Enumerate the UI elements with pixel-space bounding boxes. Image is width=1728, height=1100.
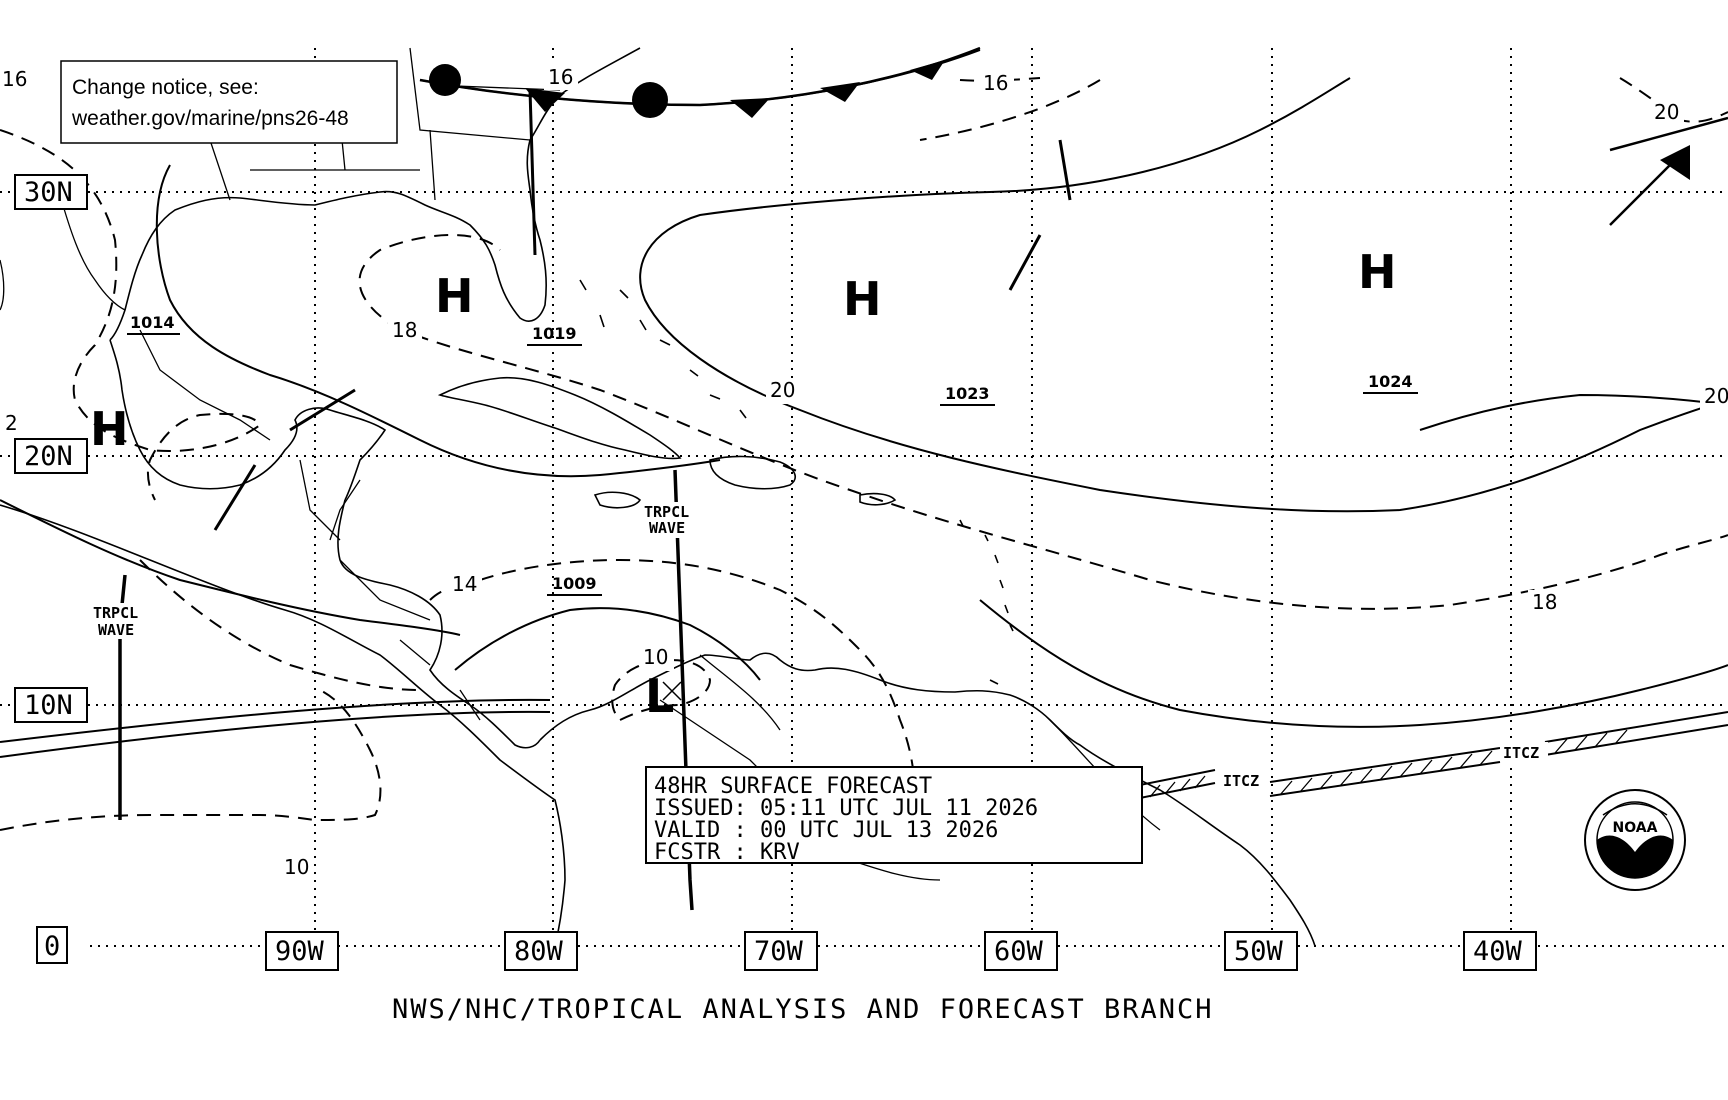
isobar-label: 20: [1704, 384, 1728, 408]
cold-front-symbol-icon: [1660, 145, 1690, 180]
tropical-wave-label: TRPCL: [93, 604, 138, 622]
isobar-label: 16: [548, 65, 573, 89]
isobar-label: 16: [983, 71, 1008, 95]
fronts: [118, 46, 1728, 911]
cold-front-symbol-icon: [910, 60, 945, 80]
pressure-value-1024: 1024: [1368, 372, 1413, 391]
cold-front-symbol-icon: [730, 98, 770, 118]
isobar-label: 14: [452, 572, 477, 596]
isobar-label: 20: [770, 378, 795, 402]
info-forecaster: FCSTR : KRV: [654, 840, 800, 865]
lat-label-0: 0: [44, 931, 60, 962]
itcz-label: ITCZ: [1503, 744, 1539, 762]
lat-label-20n: 20N: [24, 441, 73, 472]
isobar-label: 10: [284, 855, 309, 879]
isobar-label: 10: [643, 645, 668, 669]
isobar-label: 20: [1654, 100, 1679, 124]
isobars: [0, 49, 1728, 831]
noaa-logo-text: NOAA: [1613, 820, 1658, 836]
tropical-wave-2-line: [673, 469, 694, 911]
cold-front-symbol-icon: [525, 88, 565, 112]
tropical-wave-label: WAVE: [649, 519, 685, 537]
pressure-center-high-1019: H: [435, 269, 474, 323]
isobar-label: 16: [2, 67, 27, 91]
warm-front-symbol-icon: [632, 82, 668, 118]
pressure-value-1009: 1009: [552, 574, 597, 593]
pressure-center-low-1009: L: [645, 669, 674, 723]
itcz-label: ITCZ: [1223, 772, 1259, 790]
noaa-logo-icon: NOAA: [1584, 789, 1686, 891]
cold-front-symbol-icon: [820, 82, 860, 102]
lon-label-70w: 70W: [754, 936, 804, 967]
isobar-label: 18: [392, 318, 417, 342]
pressure-value-1023: 1023: [945, 384, 990, 403]
pressure-value-1014: 1014: [130, 313, 175, 332]
trough-line: [1008, 139, 1072, 291]
itcz: [0, 698, 1728, 799]
lon-label-40w: 40W: [1473, 936, 1523, 967]
lon-label-50w: 50W: [1234, 936, 1284, 967]
isobar-label: 18: [1532, 590, 1557, 614]
lat-label-30n: 30N: [24, 177, 73, 208]
lat-lon-grid: [0, 48, 1728, 947]
isobar-label: 2: [5, 411, 18, 435]
pressure-center-high-1023: H: [843, 272, 882, 326]
latitude-axis: 30N 20N 10N 0: [14, 174, 88, 964]
trough-line: [213, 388, 356, 531]
change-notice[interactable]: Change notice, see: weather.gov/marine/p…: [60, 60, 398, 144]
warm-front-symbol-icon: [429, 64, 461, 96]
pressure-center-high-1014: H: [90, 402, 129, 456]
tropical-wave-label: TRPCL: [644, 503, 689, 521]
lon-label-60w: 60W: [994, 936, 1044, 967]
lon-label-90w: 90W: [275, 936, 325, 967]
low-center-marker: [662, 681, 682, 701]
info-valid: VALID : 00 UTC JUL 13 2026: [654, 818, 998, 843]
info-issued: ISSUED: 05:11 UTC JUL 11 2026: [654, 796, 1038, 821]
footer-credit: NWS/NHC/TROPICAL ANALYSIS AND FORECAST B…: [392, 994, 1214, 1025]
lon-label-80w: 80W: [514, 936, 564, 967]
forecast-info-box: 48HR SURFACE FORECAST ISSUED: 05:11 UTC …: [645, 766, 1143, 865]
pressure-value-1019: 1019: [532, 324, 577, 343]
longitude-axis: 90W 80W 70W 60W 50W 40W: [265, 931, 1537, 971]
info-product: 48HR SURFACE FORECAST: [654, 774, 932, 799]
trough-line: [528, 89, 537, 256]
lat-label-10n: 10N: [24, 690, 73, 721]
change-notice-line-1: Change notice, see:: [72, 76, 259, 99]
pressure-center-high-1024: H: [1358, 245, 1397, 299]
tropical-wave-label: WAVE: [98, 621, 134, 639]
change-notice-link[interactable]: weather.gov/marine/pns26-48: [71, 107, 349, 130]
